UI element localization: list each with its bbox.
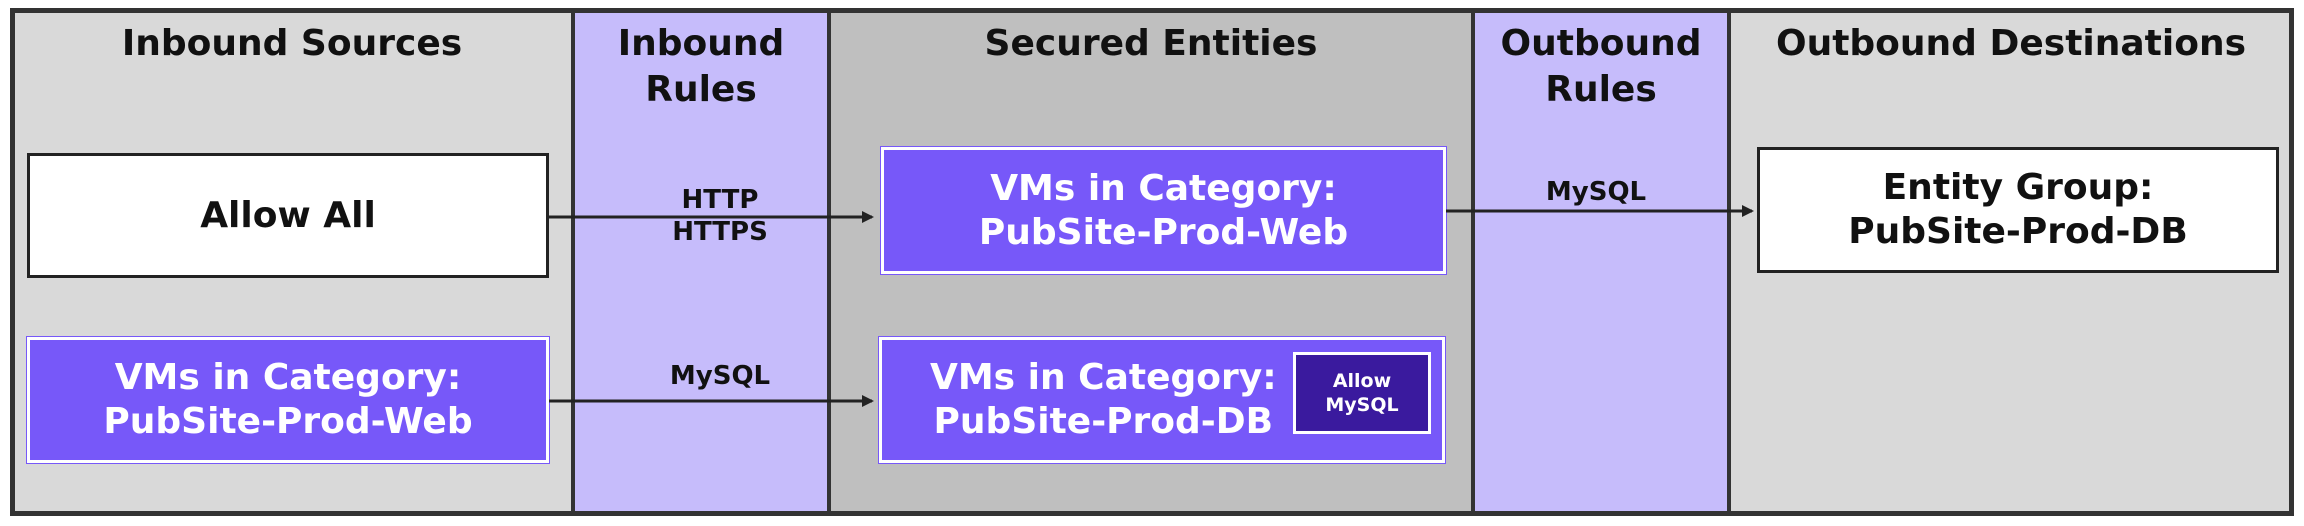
allow-all-source-box[interactable]: Allow All: [27, 153, 549, 278]
rule-https-label: HTTPS: [672, 217, 768, 247]
inbound-rules-title-line-1: Inbound: [617, 23, 785, 64]
outbound-rules-title-line-1: Outbound: [1500, 23, 1702, 64]
inbound-rules-column: Inbound Rules: [571, 13, 831, 513]
allow-mysql-badge-line-2: MySQL: [1325, 394, 1399, 416]
allow-mysql-badge-line-1: Allow: [1332, 370, 1392, 392]
web-vms-entity-line-1: VMs in Category:: [990, 167, 1337, 209]
outbound-web-rule-label: MySQL: [1545, 177, 1647, 207]
inbound-rules-title-line-2: Rules: [645, 69, 757, 110]
inbound-sources-title: Inbound Sources: [121, 23, 463, 64]
outbound-rules-title-line-2: Rules: [1545, 69, 1657, 110]
inbound-web-rule-label: HTTP HTTPS: [640, 184, 800, 248]
db-vms-entity-line-1: VMs in Category:: [930, 357, 1277, 398]
secured-entities-title: Secured Entities: [984, 23, 1318, 64]
web-vms-source-line-2: PubSite-Prod-Web: [103, 401, 473, 442]
inbound-db-rule-label: MySQL: [669, 361, 771, 391]
diagram-frame: [10, 8, 2294, 516]
outbound-rules-title: Outbound Rules: [1475, 21, 1727, 113]
web-vms-entity-box[interactable]: VMs in Category: PubSite-Prod-Web: [880, 146, 1447, 275]
outbound-destinations-title: Outbound Destinations: [1775, 23, 2247, 64]
web-vms-source-box[interactable]: VMs in Category: PubSite-Prod-Web: [26, 336, 550, 464]
entity-group-line-1: Entity Group:: [1882, 167, 2154, 208]
allow-all-label: Allow All: [200, 194, 376, 236]
outbound-rules-column: Outbound Rules: [1471, 13, 1731, 513]
inbound-rules-title: Inbound Rules: [575, 21, 827, 113]
rule-http-label: HTTP: [681, 185, 759, 215]
allow-mysql-badge[interactable]: Allow MySQL: [1293, 352, 1431, 434]
web-vms-entity-line-2: PubSite-Prod-Web: [978, 211, 1349, 253]
db-vms-entity-line-2: PubSite-Prod-DB: [933, 401, 1274, 442]
entity-group-destination-box[interactable]: Entity Group: PubSite-Prod-DB: [1757, 147, 2279, 273]
entity-group-line-2: PubSite-Prod-DB: [1848, 211, 2188, 252]
web-vms-source-line-1: VMs in Category:: [114, 357, 462, 398]
